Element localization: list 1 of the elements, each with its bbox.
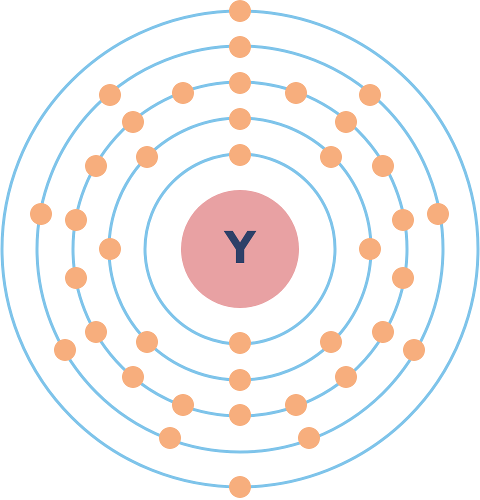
element-symbol: Y bbox=[224, 227, 256, 271]
